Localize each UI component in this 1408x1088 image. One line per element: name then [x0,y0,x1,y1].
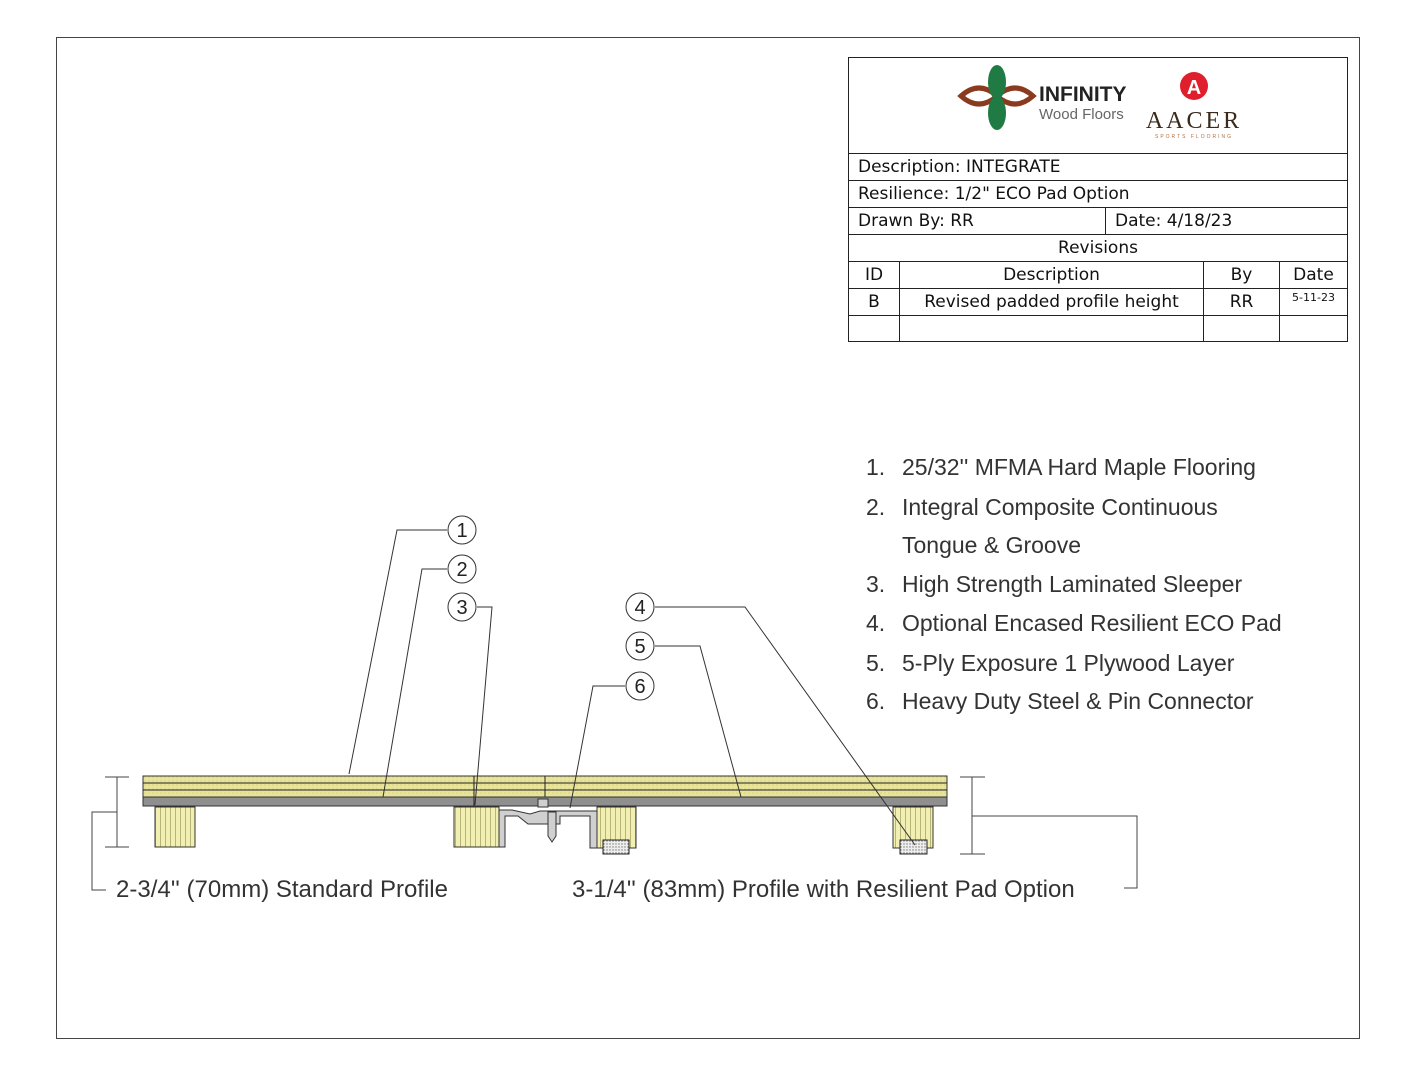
logo-aacer-sub: SPORTS FLOORING [1155,134,1233,140]
legend-item: 6.Heavy Duty Steel & Pin Connector [866,688,1254,714]
logo-area: INFINITY Wood Floors A AACER SPORTS FLOO… [849,58,1347,153]
logo-infinity-text: INFINITY [1039,83,1127,106]
svg-text:4: 4 [634,597,645,619]
drawn-by-field: Drawn By: RR [858,211,974,231]
callout-3: 3 [447,592,477,622]
date-field: Date: 4/18/23 [1105,208,1347,234]
revision-description: Revised padded profile height [899,289,1203,315]
resilience-field: Resilience: 1/2" ECO Pad Option [858,184,1130,204]
revision-date: 5-11-23 [1279,289,1347,315]
svg-text:2: 2 [456,559,467,581]
logo-wood-floors-text: Wood Floors [1039,106,1124,123]
callout-1: 1 [447,515,477,545]
callout-5: 5 [625,631,655,661]
svg-text:6: 6 [634,676,645,698]
revisions-header-row: ID Description By Date [849,261,1347,288]
svg-text:1: 1 [456,520,467,542]
resilient-profile-dimension [960,776,1138,889]
sleeper [453,806,500,848]
legend-item: Tongue & Groove [902,532,1082,558]
eco-pad [602,839,630,855]
steel-pin-connector [498,798,598,849]
legend-item: 4.Optional Encased Resilient ECO Pad [866,610,1282,636]
callout-leaders [348,529,916,846]
legend-item: 3.High Strength Laminated Sleeper [866,571,1243,597]
header-description: Description [899,262,1203,288]
header-id: ID [864,265,884,285]
drawing-sheet-border [56,37,1360,1039]
description-field: Description: INTEGRATE [858,157,1061,177]
callout-4: 4 [625,592,655,622]
legend-item: 2.Integral Composite Continuous [866,494,1218,520]
revision-row-empty [849,315,1347,341]
header-by: By [1203,262,1279,288]
revision-row: B Revised padded profile height RR 5-11-… [849,288,1347,315]
sleeper [154,806,196,848]
svg-text:5: 5 [634,636,645,658]
callout-2: 2 [447,554,477,584]
aacer-logo-mark [1180,72,1208,100]
eco-pad [899,839,928,855]
svg-text:A: A [1187,77,1201,99]
revision-id: B [868,292,880,312]
infinity-wood-floors-logo: INFINITY Wood Floors A AACER SPORTS FLOO… [957,65,1242,140]
svg-text:3: 3 [456,597,467,619]
revisions-title: Revisions [1058,238,1138,258]
legend-item: 1.25/32'' MFMA Hard Maple Flooring [866,454,1256,480]
resilient-profile-label: 3-1/4'' (83mm) Profile with Resilient Pa… [572,876,1075,903]
revision-by: RR [1203,289,1279,315]
standard-profile-dimension [91,776,129,891]
header-date: Date [1279,262,1347,288]
callout-6: 6 [625,671,655,701]
title-block: INFINITY Wood Floors A AACER SPORTS FLOO… [848,57,1348,342]
legend-item: 5.5-Ply Exposure 1 Plywood Layer [866,650,1235,676]
logo-aacer-text: AACER [1146,108,1242,134]
standard-profile-label: 2-3/4'' (70mm) Standard Profile [116,876,448,903]
